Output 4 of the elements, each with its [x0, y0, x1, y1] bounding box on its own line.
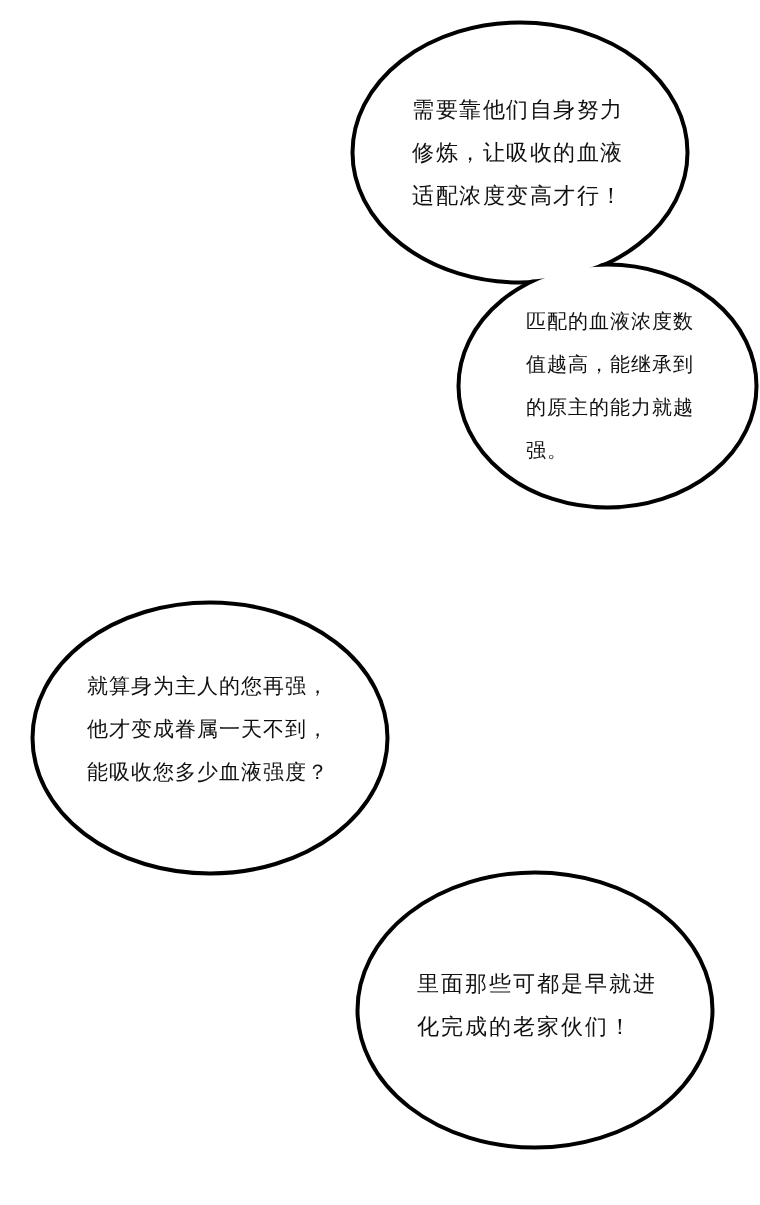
dialogue-text: 需要靠他们自身努力修炼，让吸收的血液适配浓度变高才行！: [412, 96, 625, 210]
dialogue-text: 匹配的血液浓度数值越高，能继承到的原主的能力就越强。: [526, 308, 695, 464]
dialogue-text: 就算身为主人的您再强，他才变成眷属一天不到，能吸收您多少血液强度？: [87, 673, 330, 786]
dialogue-text: 里面那些可都是早就进化完成的老家伙们！: [417, 970, 658, 1041]
